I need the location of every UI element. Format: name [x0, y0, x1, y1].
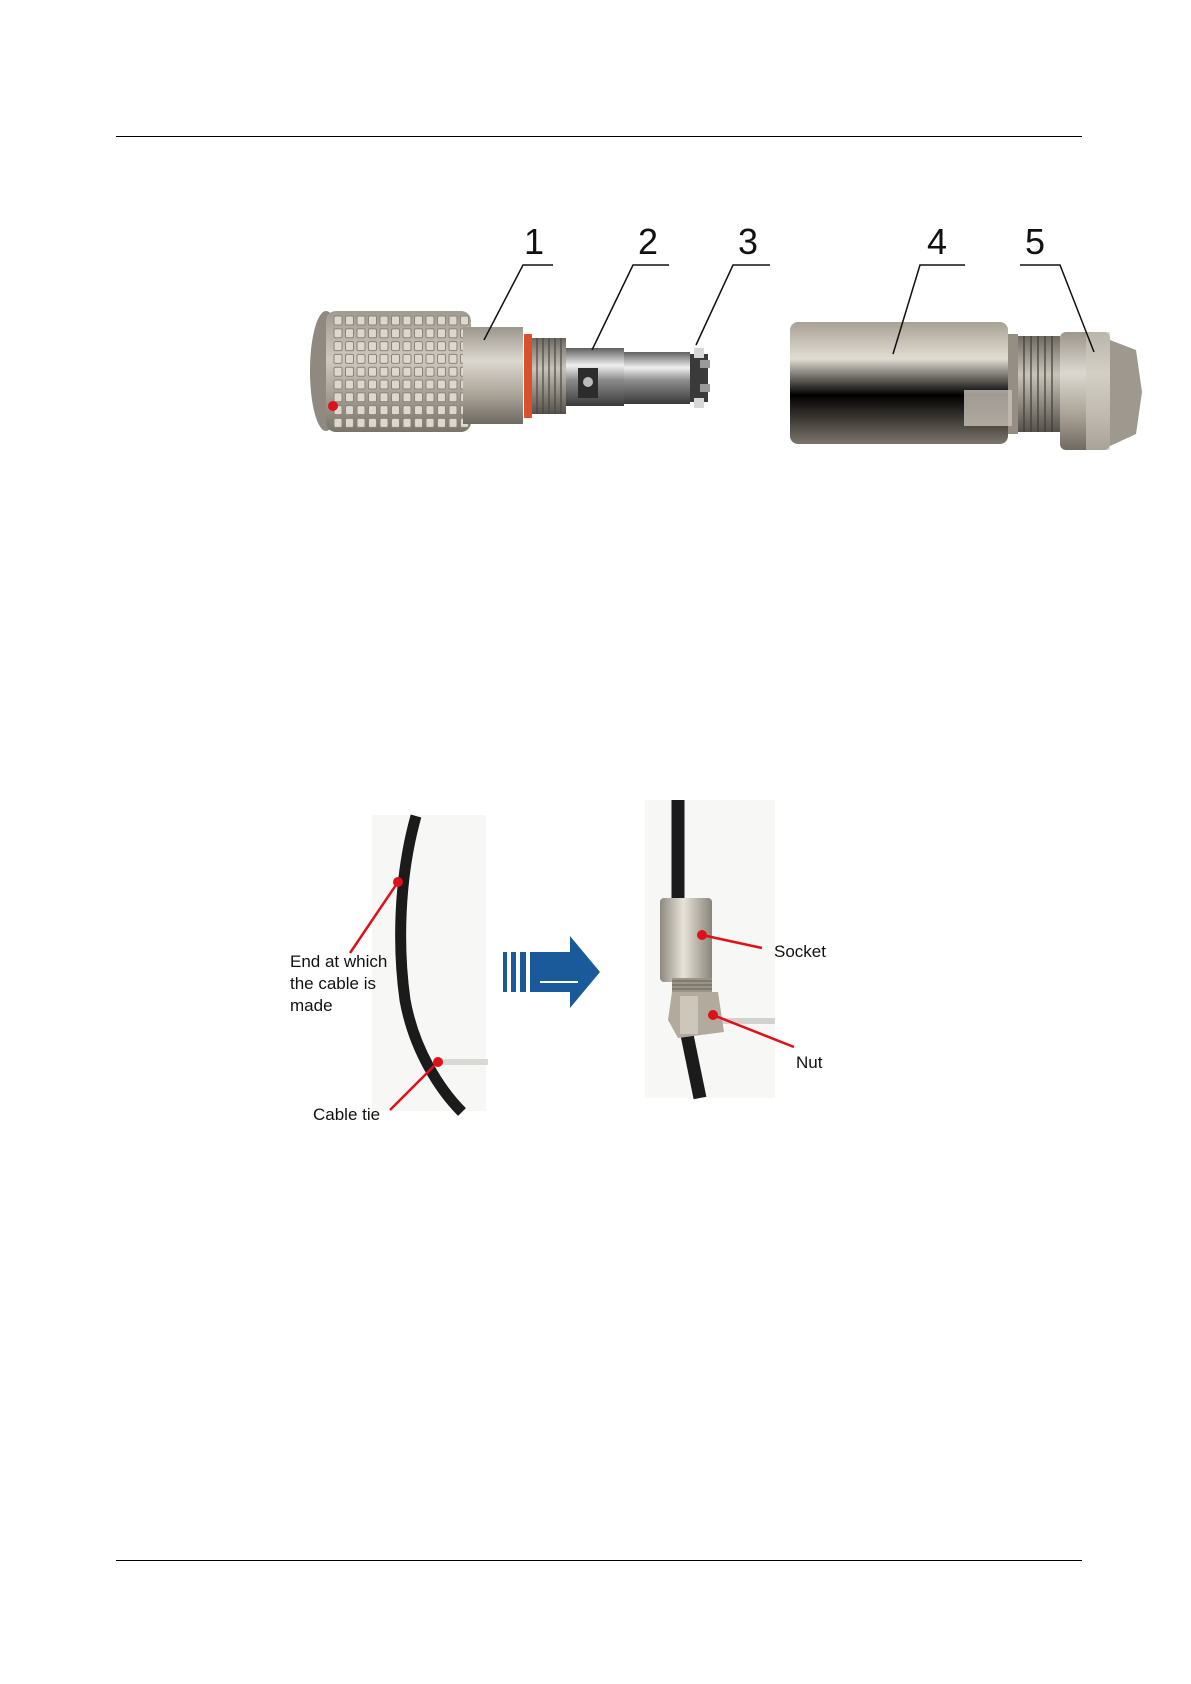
connector-components-figure: 1 2 3 4 5	[0, 0, 1191, 480]
cable-tie-label: Cable tie	[313, 1105, 380, 1124]
callout-2: 2	[638, 221, 658, 262]
footer-rule	[116, 1560, 1082, 1561]
contact-insert-part	[566, 348, 710, 408]
coupling-nut-part	[310, 311, 566, 432]
socket-label: Socket	[774, 942, 826, 961]
callout-5: 5	[1025, 221, 1045, 262]
nut-label: Nut	[796, 1053, 823, 1072]
callout-4: 4	[927, 221, 947, 262]
end-label-line-2: the cable is	[290, 974, 376, 993]
left-photo-cable	[350, 815, 488, 1112]
housing-sleeve-part	[790, 322, 1018, 444]
end-label-line-1: End at which	[290, 952, 387, 971]
right-photo-assembly	[645, 800, 794, 1098]
transition-arrow-icon	[503, 936, 600, 1008]
callout-1: 1	[524, 221, 544, 262]
callout-3: 3	[738, 221, 758, 262]
cable-gland-part	[1018, 332, 1142, 450]
end-label-line-3: made	[290, 996, 333, 1015]
